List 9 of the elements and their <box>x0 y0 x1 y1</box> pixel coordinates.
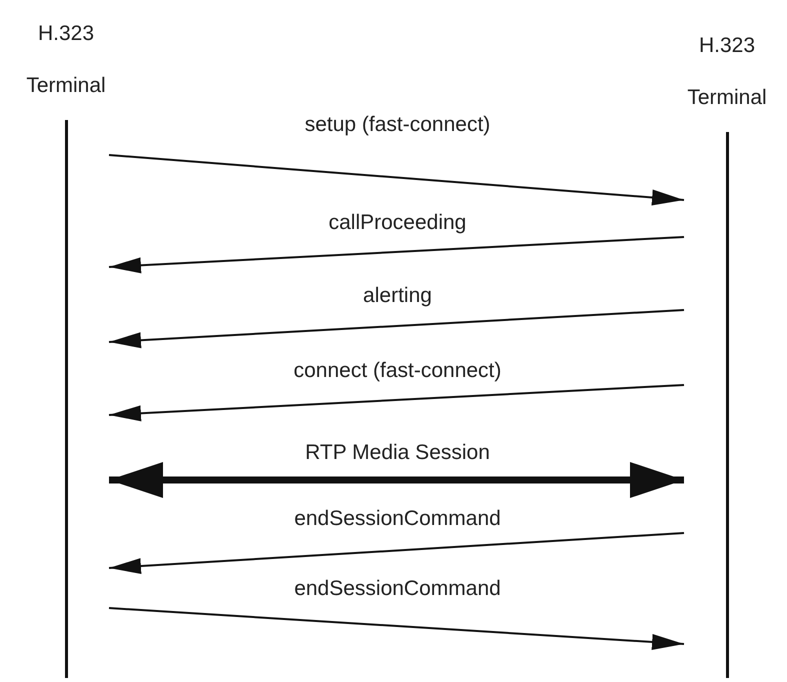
arrow <box>108 607 684 650</box>
terminal-label: H.323 Terminal <box>686 33 768 111</box>
arrow <box>108 384 684 422</box>
terminal-label: H.323 Terminal <box>25 21 107 99</box>
arrow <box>108 309 684 348</box>
arrow <box>108 154 684 206</box>
arrow <box>108 236 684 274</box>
arrow <box>108 532 684 574</box>
arrow <box>109 462 684 498</box>
